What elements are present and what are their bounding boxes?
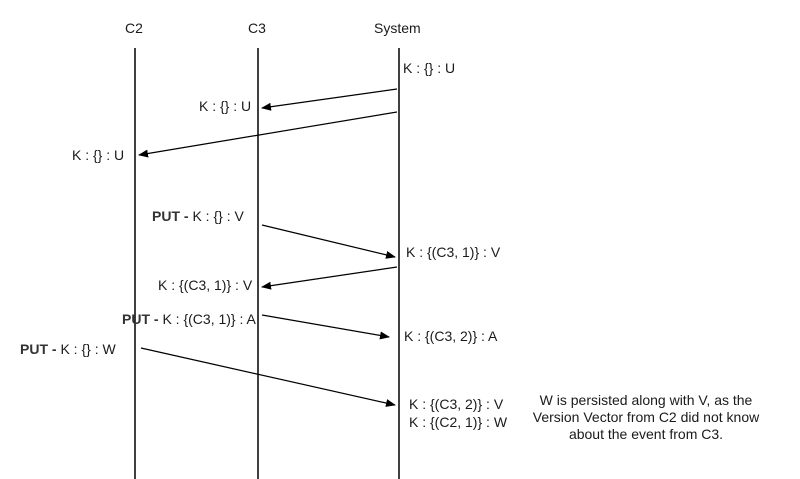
label-system-initial: K : {} : U xyxy=(403,60,456,76)
put-keyword: PUT - xyxy=(122,311,159,327)
note-line-2: Version Vector from C2 did not know xyxy=(532,409,760,425)
arrow-system-to-c3-v xyxy=(261,266,398,290)
label-system-final-w: K : {(C2, 1)} : W xyxy=(409,414,508,430)
label-put-c3-v: PUT - K : {} : V xyxy=(152,208,244,224)
label-c2-receive-initial: K : {} : U xyxy=(72,147,125,163)
label-c3-receive-v: K : {(C3, 1)} : V xyxy=(158,277,253,293)
arrow-c3-put-a xyxy=(261,314,390,340)
put-keyword: PUT - xyxy=(20,341,57,357)
label-system-after-v: K : {(C3, 1)} : V xyxy=(406,244,501,260)
label-system-after-a: K : {(C3, 2)} : A xyxy=(404,328,498,344)
arrow-system-to-c3-initial xyxy=(261,88,398,111)
note-line-3: about the event from C3. xyxy=(568,426,724,442)
explanation-note: W is persisted along with V, as the Vers… xyxy=(516,392,776,443)
lane-header-system: System xyxy=(374,20,421,36)
put-value: K : {} : V xyxy=(192,208,244,224)
label-put-c3-a: PUT - K : {(C3, 1)} : A xyxy=(122,311,256,327)
put-keyword: PUT - xyxy=(152,208,189,224)
arrow-c3-put-v xyxy=(261,224,396,259)
label-put-c2-w: PUT - K : {} : W xyxy=(20,341,116,357)
arrow-system-to-c2-initial xyxy=(138,111,398,158)
put-value: K : {(C3, 1)} : A xyxy=(162,311,256,327)
label-c3-receive-initial: K : {} : U xyxy=(199,98,252,114)
arrow-c2-put-w xyxy=(140,347,396,407)
note-line-1: W is persisted along with V, as the xyxy=(539,392,753,408)
label-system-final-v: K : {(C3, 2)} : V xyxy=(409,396,504,412)
lane-header-c3: C3 xyxy=(248,20,266,36)
lane-header-c2: C2 xyxy=(125,20,143,36)
put-value: K : {} : W xyxy=(60,341,116,357)
